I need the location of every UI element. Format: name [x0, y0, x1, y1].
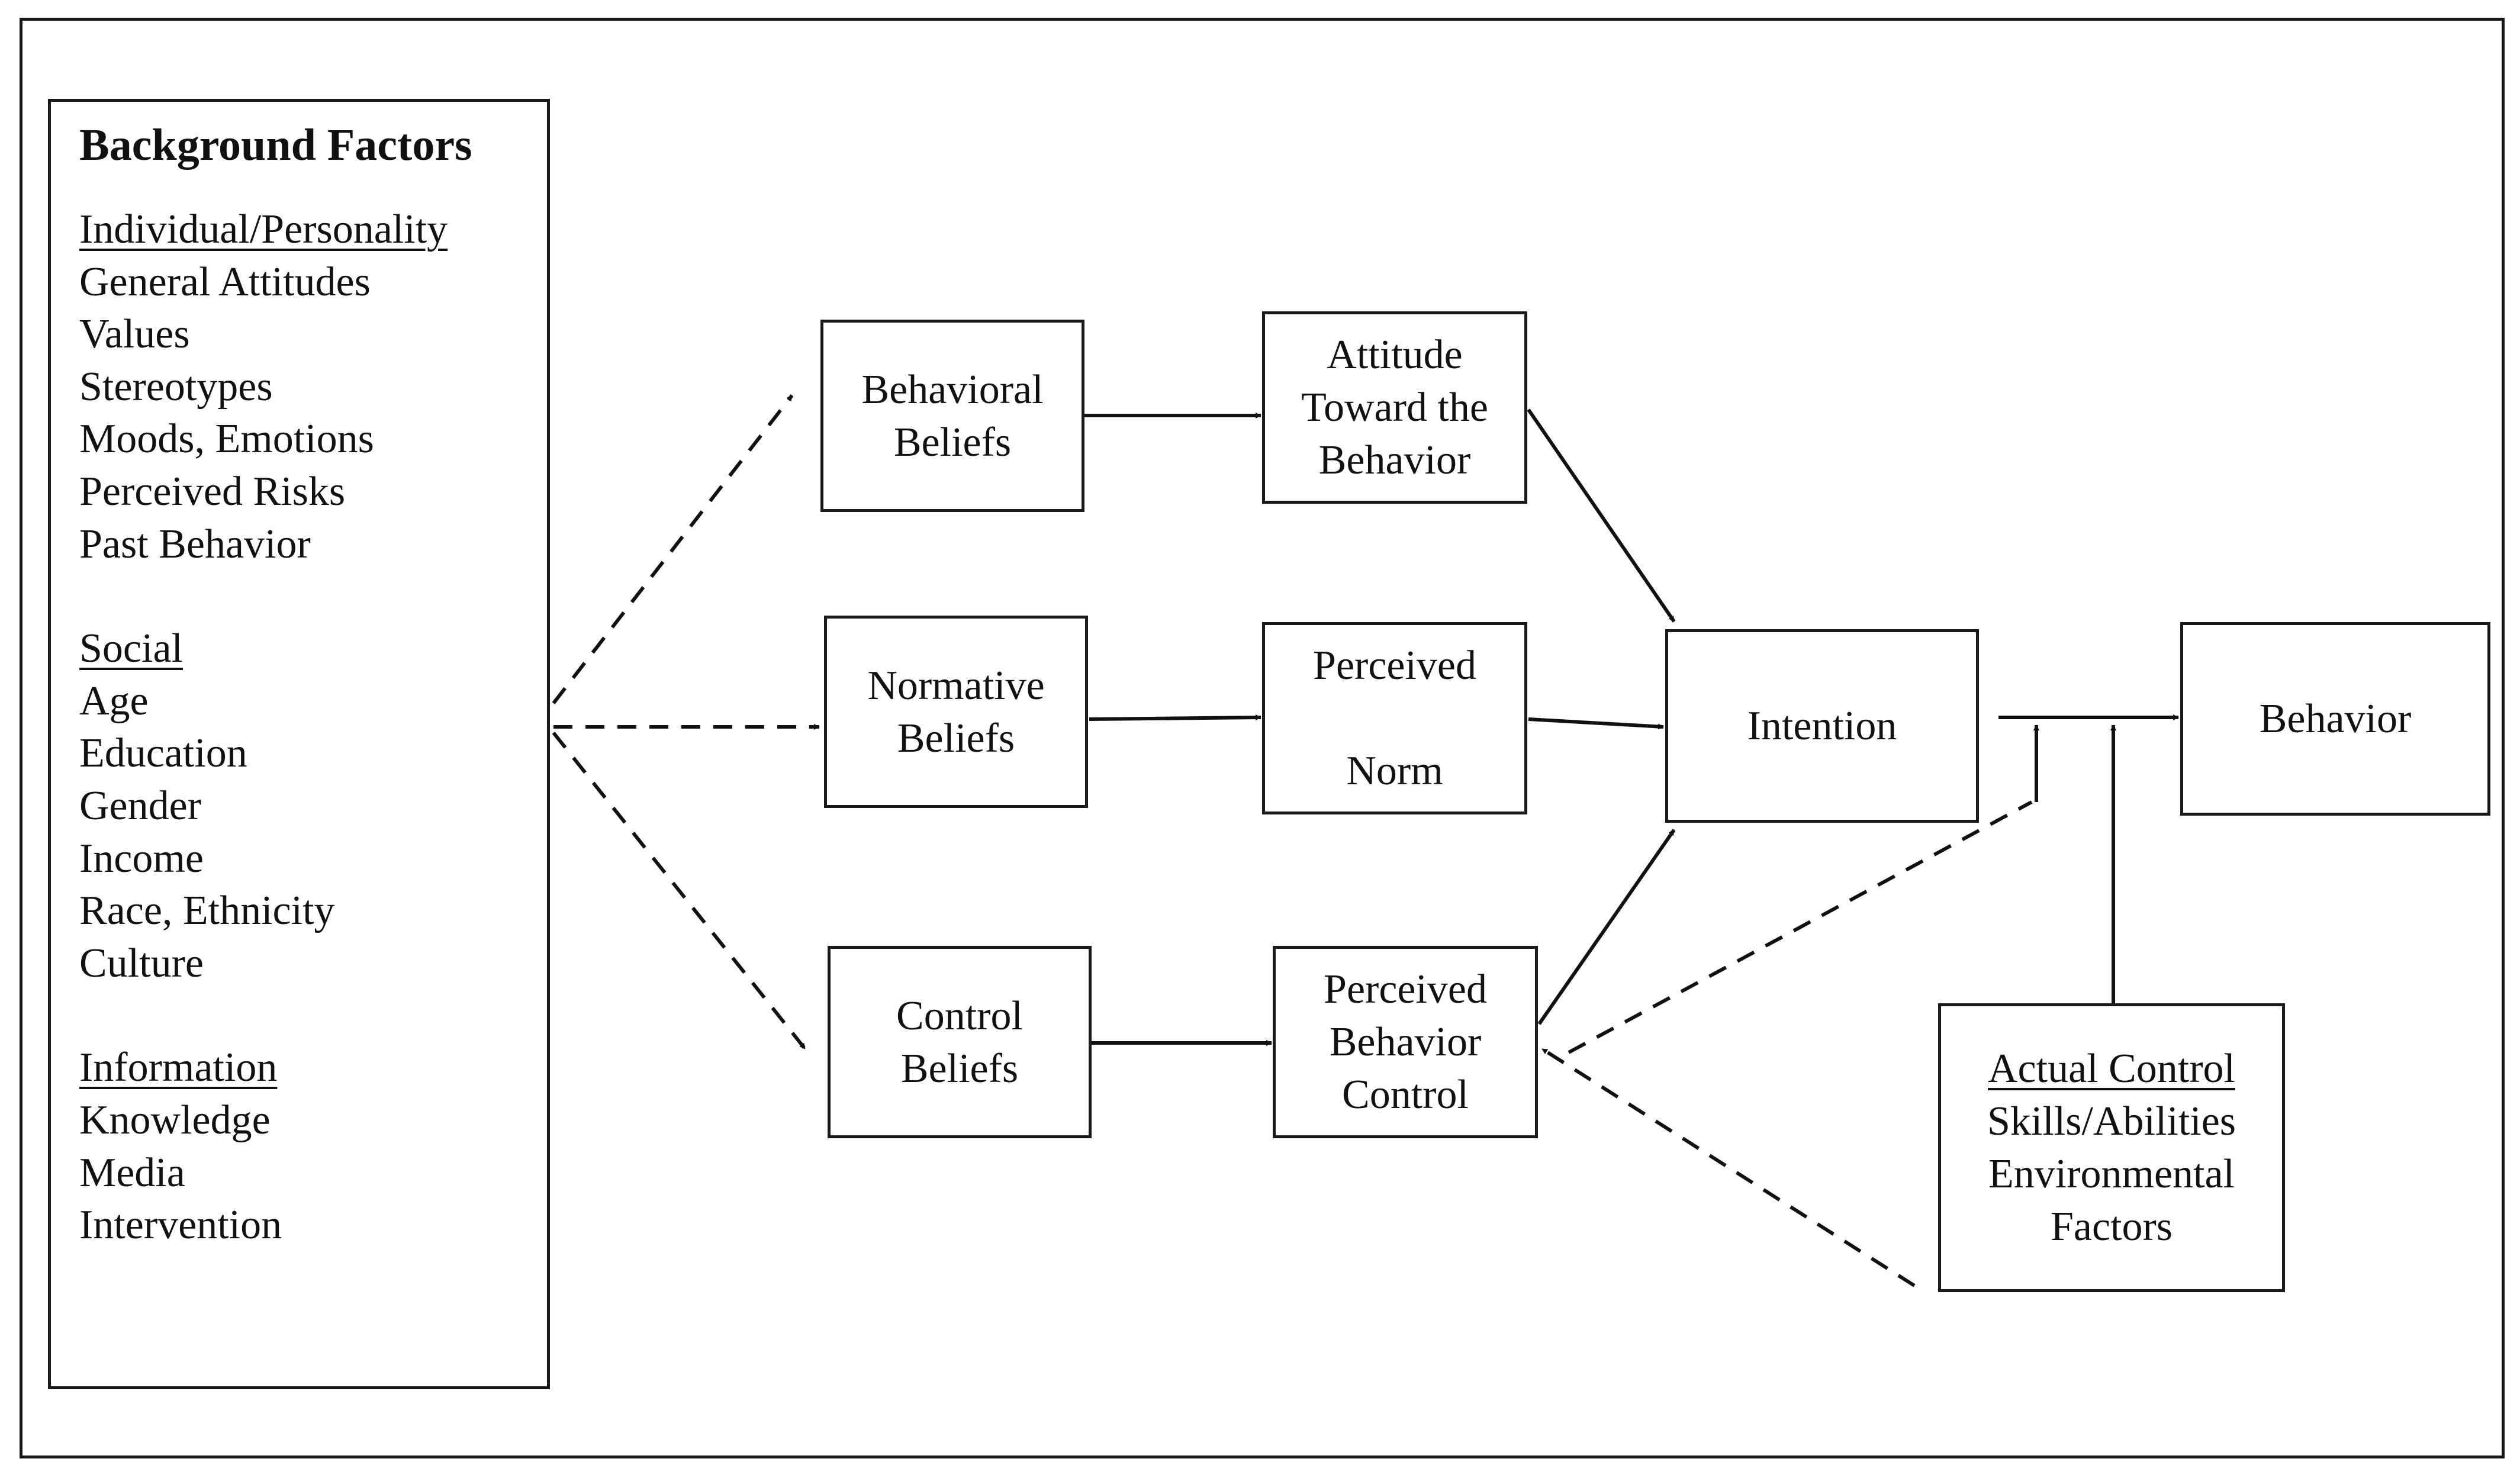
- node-label-line: Beliefs: [900, 1045, 1019, 1091]
- perceived-behavior-control-box: Perceived Behavior Control: [1273, 946, 1538, 1138]
- group-individual-personality: Individual/Personality General Attitudes…: [79, 204, 547, 571]
- node-label-line: Norm: [1346, 748, 1443, 794]
- factor-item: Gender: [79, 783, 202, 829]
- factor-item: Stereotypes: [79, 363, 273, 410]
- group-social: Social Age Education Gender Income Race,…: [79, 623, 547, 990]
- node-label-line: Control: [1342, 1072, 1469, 1118]
- factor-item: Media: [79, 1149, 185, 1196]
- dashed-pbc-to-link: [1568, 800, 2033, 1054]
- control-beliefs-box: Control Beliefs: [828, 946, 1092, 1138]
- diagram-frame: [20, 18, 2505, 1458]
- factor-item: Income: [79, 835, 204, 881]
- normative-beliefs-box: Normative Beliefs: [824, 616, 1088, 808]
- node-label-line: Beliefs: [893, 419, 1012, 465]
- node-label-line: Perceived: [1324, 967, 1487, 1012]
- node-label-line: Behavior: [1318, 437, 1471, 483]
- node-label-line: Behavioral: [861, 366, 1044, 413]
- node-label-line: Behavior: [2259, 696, 2412, 742]
- factor-item: Moods, Emotions: [79, 416, 374, 462]
- group-information: Information Knowledge Media Intervention: [79, 1042, 547, 1251]
- dashed-arrow-to-behavioral-beliefs: [552, 394, 794, 704]
- factor-item: Race, Ethnicity: [79, 888, 335, 934]
- behavioral-beliefs-box: Behavioral Beliefs: [820, 320, 1084, 512]
- perceived-norm-box: Perceived Norm: [1262, 622, 1527, 814]
- node-label-line: Toward the: [1301, 385, 1488, 430]
- arrow-pbc-to-intention: [1537, 829, 1676, 1025]
- group-heading: Social: [79, 626, 183, 672]
- intention-box: Intention: [1665, 629, 1979, 823]
- node-label-line: Control: [896, 993, 1023, 1039]
- background-factors-panel: Background Factors Individual/Personalit…: [48, 99, 550, 1389]
- factor-item: Education: [79, 730, 247, 777]
- node-label-line: Skills/Abilities: [1987, 1099, 2236, 1144]
- actual-control-box: Actual Control Skills/Abilities Environm…: [1938, 1003, 2285, 1292]
- node-label-line: Environmental: [1988, 1151, 2235, 1197]
- node-label-line: Perceived: [1313, 643, 1476, 688]
- node-label-line: Behavior: [1329, 1019, 1482, 1065]
- arrow-normative-to-norm: [1089, 714, 1261, 721]
- node-label-line: Beliefs: [897, 715, 1015, 761]
- actual-control-heading: Actual Control: [1988, 1046, 2235, 1091]
- factor-item: General Attitudes: [79, 259, 371, 305]
- factor-item: Culture: [79, 940, 204, 986]
- factor-item: Intervention: [79, 1202, 282, 1248]
- factor-item: Values: [79, 311, 190, 358]
- factor-item: Past Behavior: [79, 521, 311, 567]
- factor-item: Age: [79, 678, 149, 724]
- behavior-box: Behavior: [2180, 622, 2490, 816]
- dashed-arrow-to-control-beliefs: [552, 732, 807, 1050]
- node-label-line: Intention: [1747, 703, 1897, 749]
- group-heading: Information: [79, 1045, 278, 1091]
- factor-item: Knowledge: [79, 1097, 271, 1143]
- attitude-box: Attitude Toward the Behavior: [1262, 311, 1527, 504]
- arrow-attitude-to-intention: [1527, 408, 1676, 623]
- factor-item: Perceived Risks: [79, 468, 346, 514]
- background-factors-title: Background Factors: [79, 120, 472, 170]
- group-heading: Individual/Personality: [79, 207, 448, 252]
- dashed-actual-control-to-pbc: [1541, 1047, 1916, 1287]
- node-label-line: Normative: [867, 662, 1045, 709]
- arrow-norm-to-intention: [1528, 717, 1664, 730]
- node-label-line: Attitude: [1327, 332, 1463, 378]
- node-label-line: Factors: [2050, 1204, 2173, 1250]
